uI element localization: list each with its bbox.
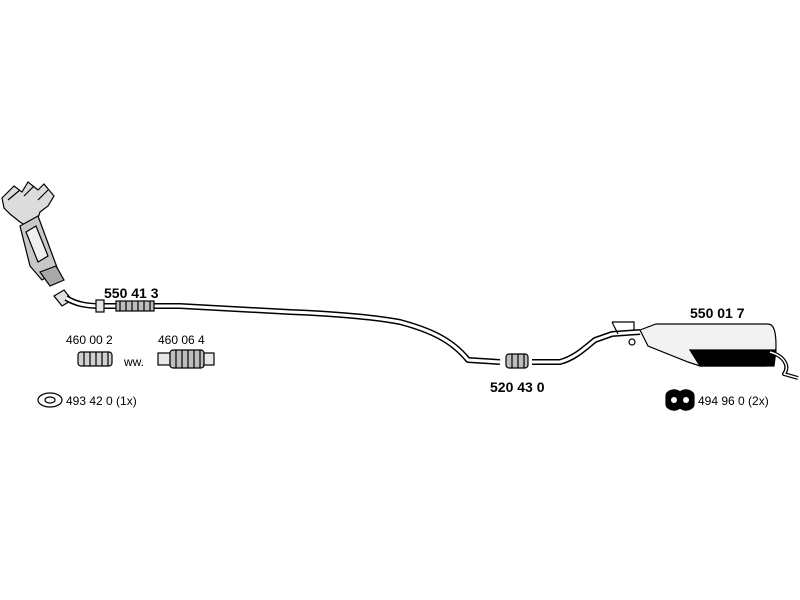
clamp-label: 520 43 0 bbox=[490, 379, 545, 395]
flex-pipe-b-label: 460 06 4 bbox=[158, 333, 205, 347]
flex-pipe-a-label: 460 00 2 bbox=[66, 333, 113, 347]
flex-pipe-b bbox=[157, 349, 215, 369]
front-pipe-label: 550 41 3 bbox=[104, 285, 159, 301]
flex-pipe-a bbox=[77, 351, 113, 367]
gasket-icon bbox=[37, 392, 63, 408]
front-pipe bbox=[53, 289, 501, 365]
rear-silencer-label: 550 01 7 bbox=[690, 305, 745, 321]
middle-pipe bbox=[532, 321, 641, 365]
front-pipe-flex-section bbox=[115, 300, 155, 312]
clamp-part bbox=[505, 353, 529, 369]
rear-silencer bbox=[628, 323, 799, 380]
silencer-sensor-port bbox=[628, 338, 636, 346]
hanger-icon bbox=[665, 389, 695, 411]
hanger-label: 494 96 0 (2x) bbox=[698, 394, 769, 408]
alternative-marker: ww. bbox=[123, 355, 144, 369]
front-pipe-flange bbox=[95, 299, 105, 313]
gasket-label: 493 42 0 (1x) bbox=[66, 394, 137, 408]
exhaust-manifold bbox=[1, 181, 65, 287]
